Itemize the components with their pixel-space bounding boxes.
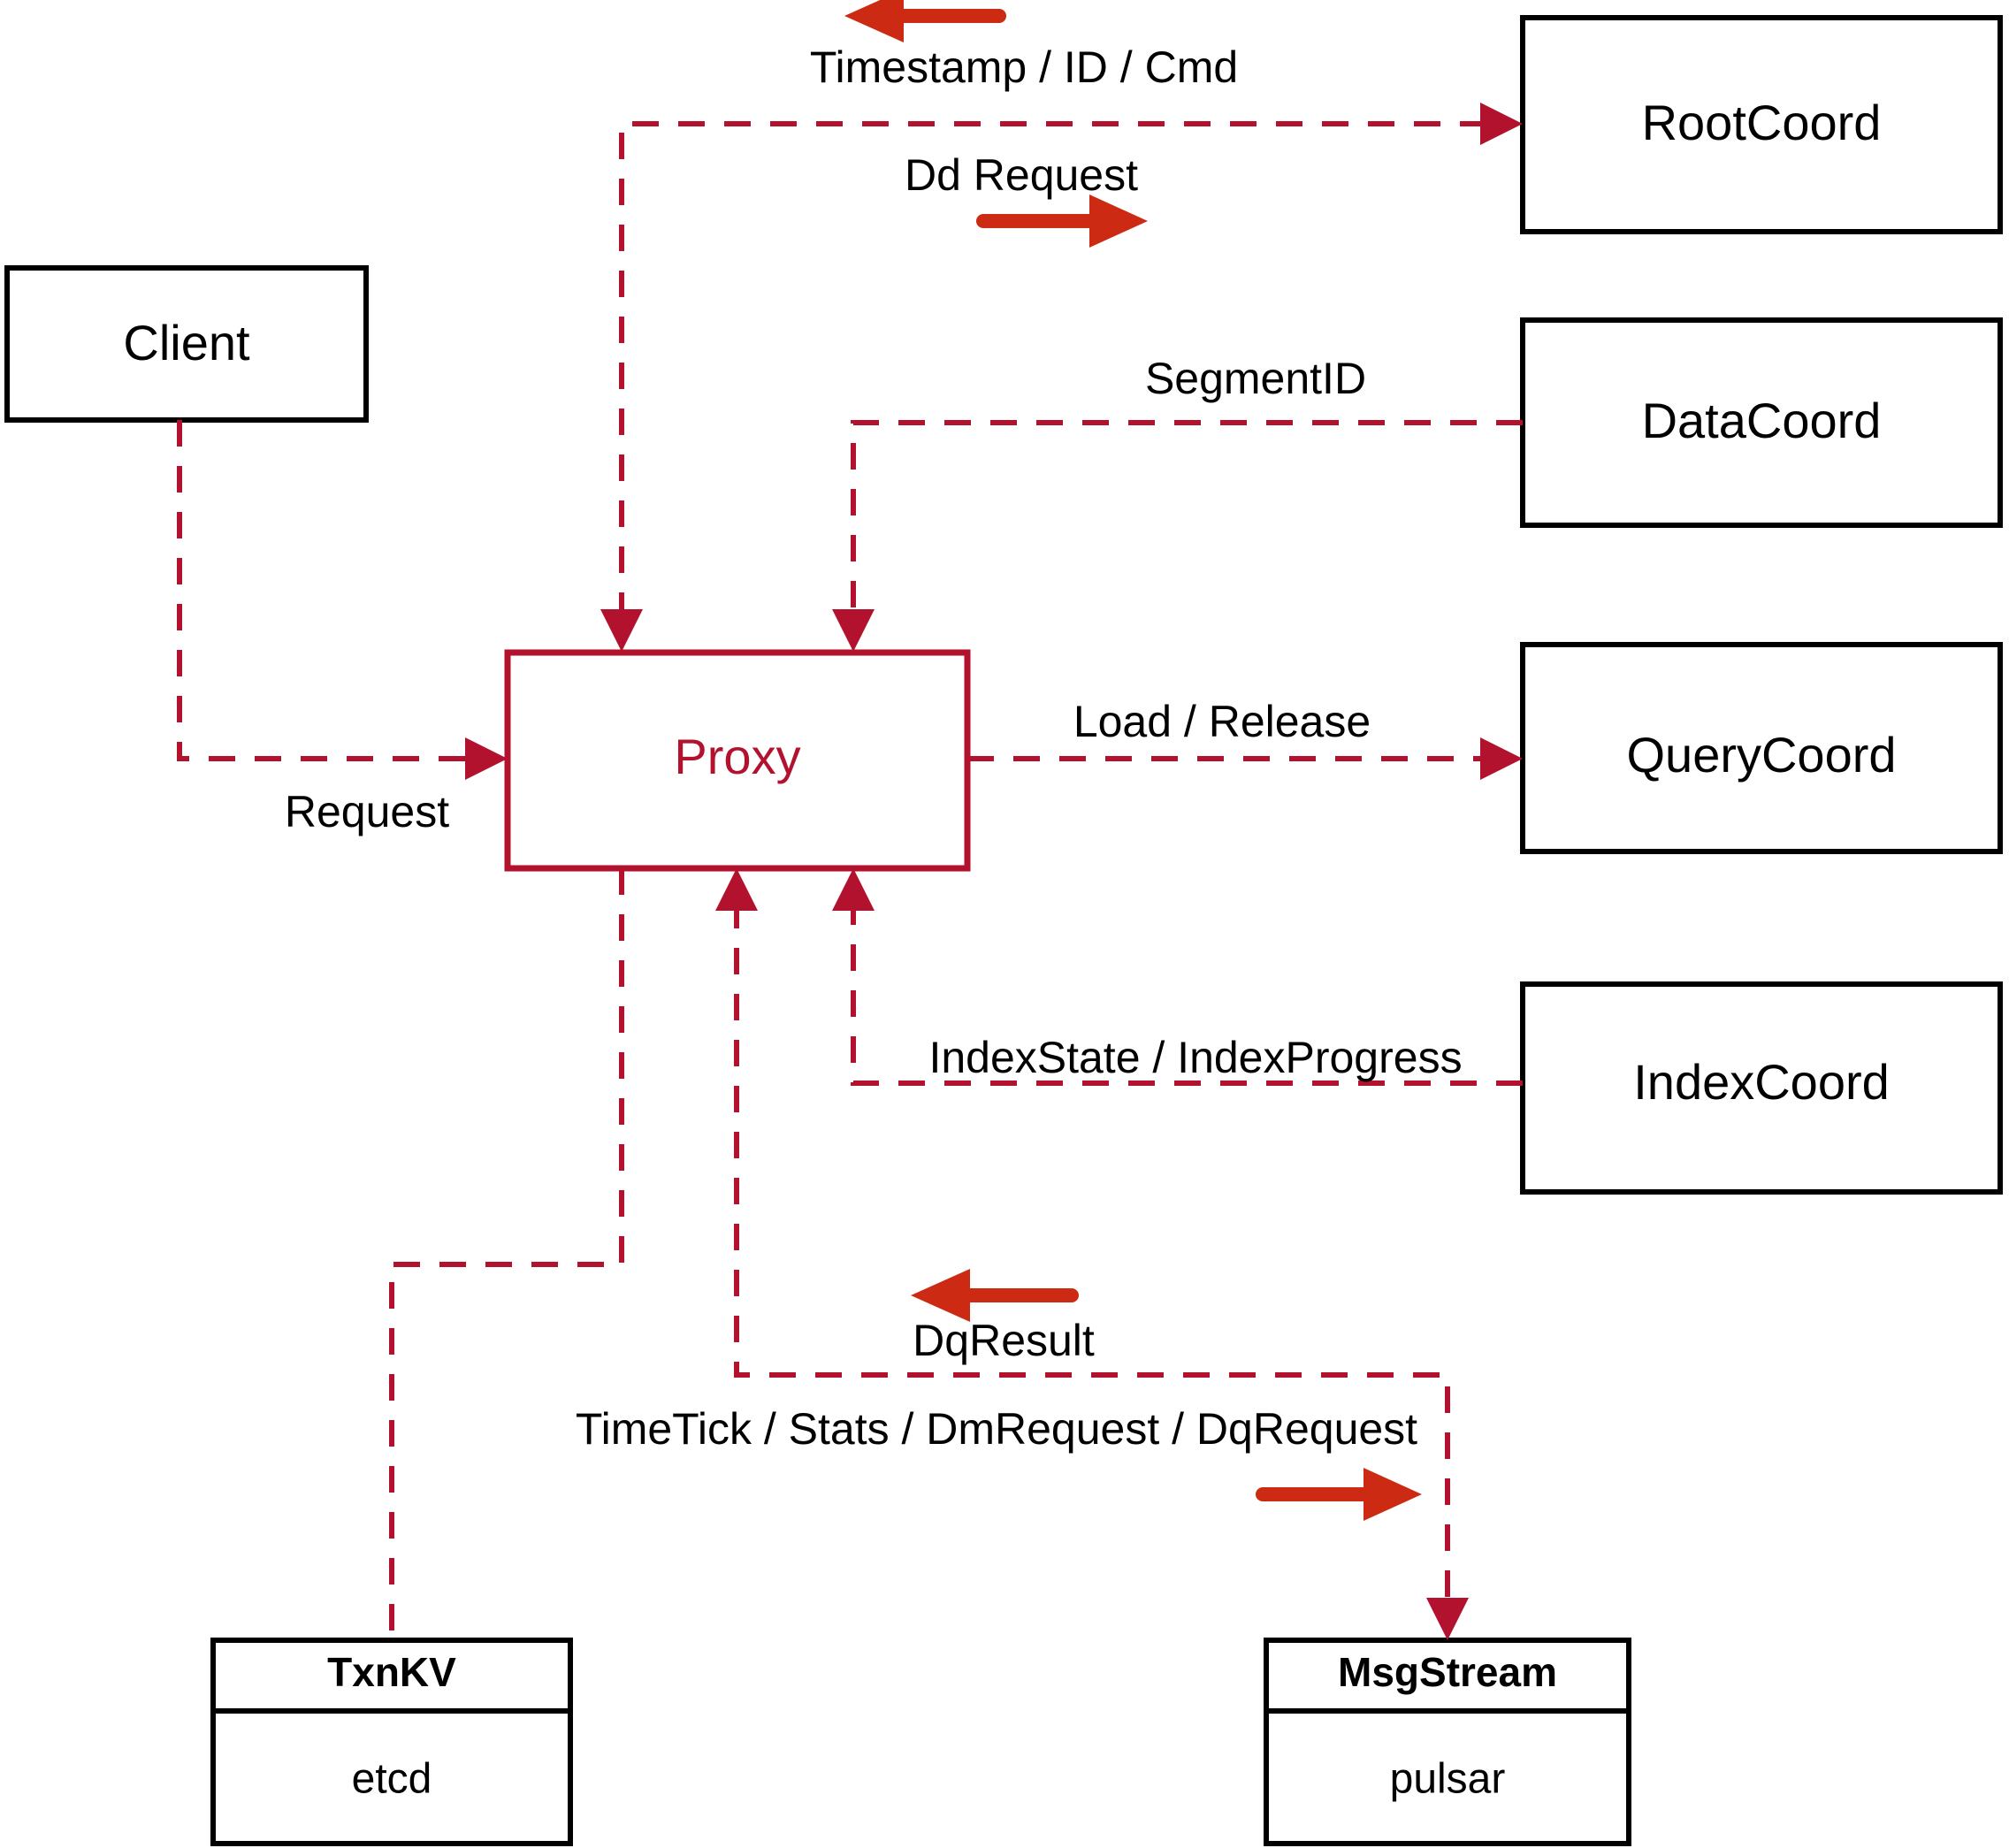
node-msgstream[interactable]: MsgStream pulsar xyxy=(1264,1638,1631,1846)
proxy-box[interactable] xyxy=(504,649,971,872)
index-coord-box[interactable] xyxy=(1520,981,2003,1195)
client-box[interactable] xyxy=(4,265,369,423)
edge-proxy-msgstream-path xyxy=(734,902,1450,1600)
edge-client-proxy-arrowhead xyxy=(465,737,508,780)
edge-label-dq-result: DqResult xyxy=(913,1316,1095,1365)
data-coord-label: DataCoord xyxy=(1642,393,1882,448)
node-data-coord[interactable]: DataCoord xyxy=(1520,317,2003,528)
root-coord-label: RootCoord xyxy=(1642,95,1882,150)
node-proxy[interactable]: Proxy xyxy=(504,649,971,872)
client-label: Client xyxy=(123,315,250,370)
direction-arrow-timetick-right xyxy=(1256,1468,1422,1521)
edge-indexcoord-proxy xyxy=(832,868,1523,1086)
edge-proxy-msgstream-arrowhead xyxy=(1426,1598,1469,1640)
index-coord-label: IndexCoord xyxy=(1633,1054,1890,1110)
edge-rootcoord-proxy-arrowhead xyxy=(600,609,643,652)
msgstream-impl: pulsar xyxy=(1390,1756,1506,1803)
edge-datacoord-proxy-path xyxy=(851,420,1523,619)
edge-label-index-state-progress: IndexState / IndexProgress xyxy=(928,1033,1462,1082)
node-txnkv[interactable]: TxnKV etcd xyxy=(210,1638,573,1846)
edge-proxy-txnkv-path xyxy=(389,868,624,1640)
msgstream-title: MsgStream xyxy=(1338,1649,1557,1695)
edge-datacoord-proxy xyxy=(832,420,1523,652)
edge-label-timetick-stats: TimeTick / Stats / DmRequest / DqRequest xyxy=(576,1404,1417,1454)
edge-proxy-rootcoord-path xyxy=(619,121,1503,619)
node-query-coord[interactable]: QueryCoord xyxy=(1520,642,2003,854)
edge-proxy-msgstream xyxy=(715,868,1469,1640)
edge-label-timestamp-id-cmd: Timestamp / ID / Cmd xyxy=(810,42,1238,92)
msgstream-box[interactable] xyxy=(1264,1638,1631,1846)
edge-label-segment-id: SegmentID xyxy=(1145,354,1366,403)
edge-client-proxy xyxy=(177,420,508,780)
edge-indexcoord-proxy-path xyxy=(851,902,1523,1086)
node-index-coord[interactable]: IndexCoord xyxy=(1520,981,2003,1195)
edge-proxy-rootcoord-arrowhead xyxy=(1480,103,1523,145)
direction-arrow-dqresult-left xyxy=(911,1269,1079,1322)
edge-indexcoord-proxy-arrowhead xyxy=(832,868,875,911)
edge-label-request: Request xyxy=(285,787,449,836)
root-coord-box[interactable] xyxy=(1520,15,2003,234)
query-coord-label: QueryCoord xyxy=(1626,727,1896,783)
node-root-coord[interactable]: RootCoord xyxy=(1520,15,2003,234)
edge-proxy-rootcoord xyxy=(600,103,1523,652)
edge-proxy-querycoord-arrowhead xyxy=(1480,737,1523,780)
direction-arrow-timestamp-left xyxy=(844,0,1006,42)
edge-proxy-txnkv xyxy=(389,868,624,1640)
query-coord-box[interactable] xyxy=(1520,642,2003,854)
edge-proxy-querycoord xyxy=(967,737,1523,780)
data-coord-box[interactable] xyxy=(1520,317,2003,528)
txnkv-box[interactable] xyxy=(210,1638,573,1846)
edge-label-load-release: Load / Release xyxy=(1073,697,1371,746)
txnkv-title: TxnKV xyxy=(327,1649,456,1695)
proxy-label: Proxy xyxy=(674,729,800,784)
edge-datacoord-proxy-arrowhead xyxy=(832,609,875,652)
direction-arrow-ddrequest-right xyxy=(976,195,1148,248)
edge-label-dd-request: Dd Request xyxy=(905,150,1138,200)
edge-client-proxy-path xyxy=(177,420,469,761)
txnkv-impl: etcd xyxy=(352,1756,432,1803)
node-client[interactable]: Client xyxy=(4,265,369,423)
edge-msgstream-proxy-arrowhead xyxy=(715,868,758,911)
